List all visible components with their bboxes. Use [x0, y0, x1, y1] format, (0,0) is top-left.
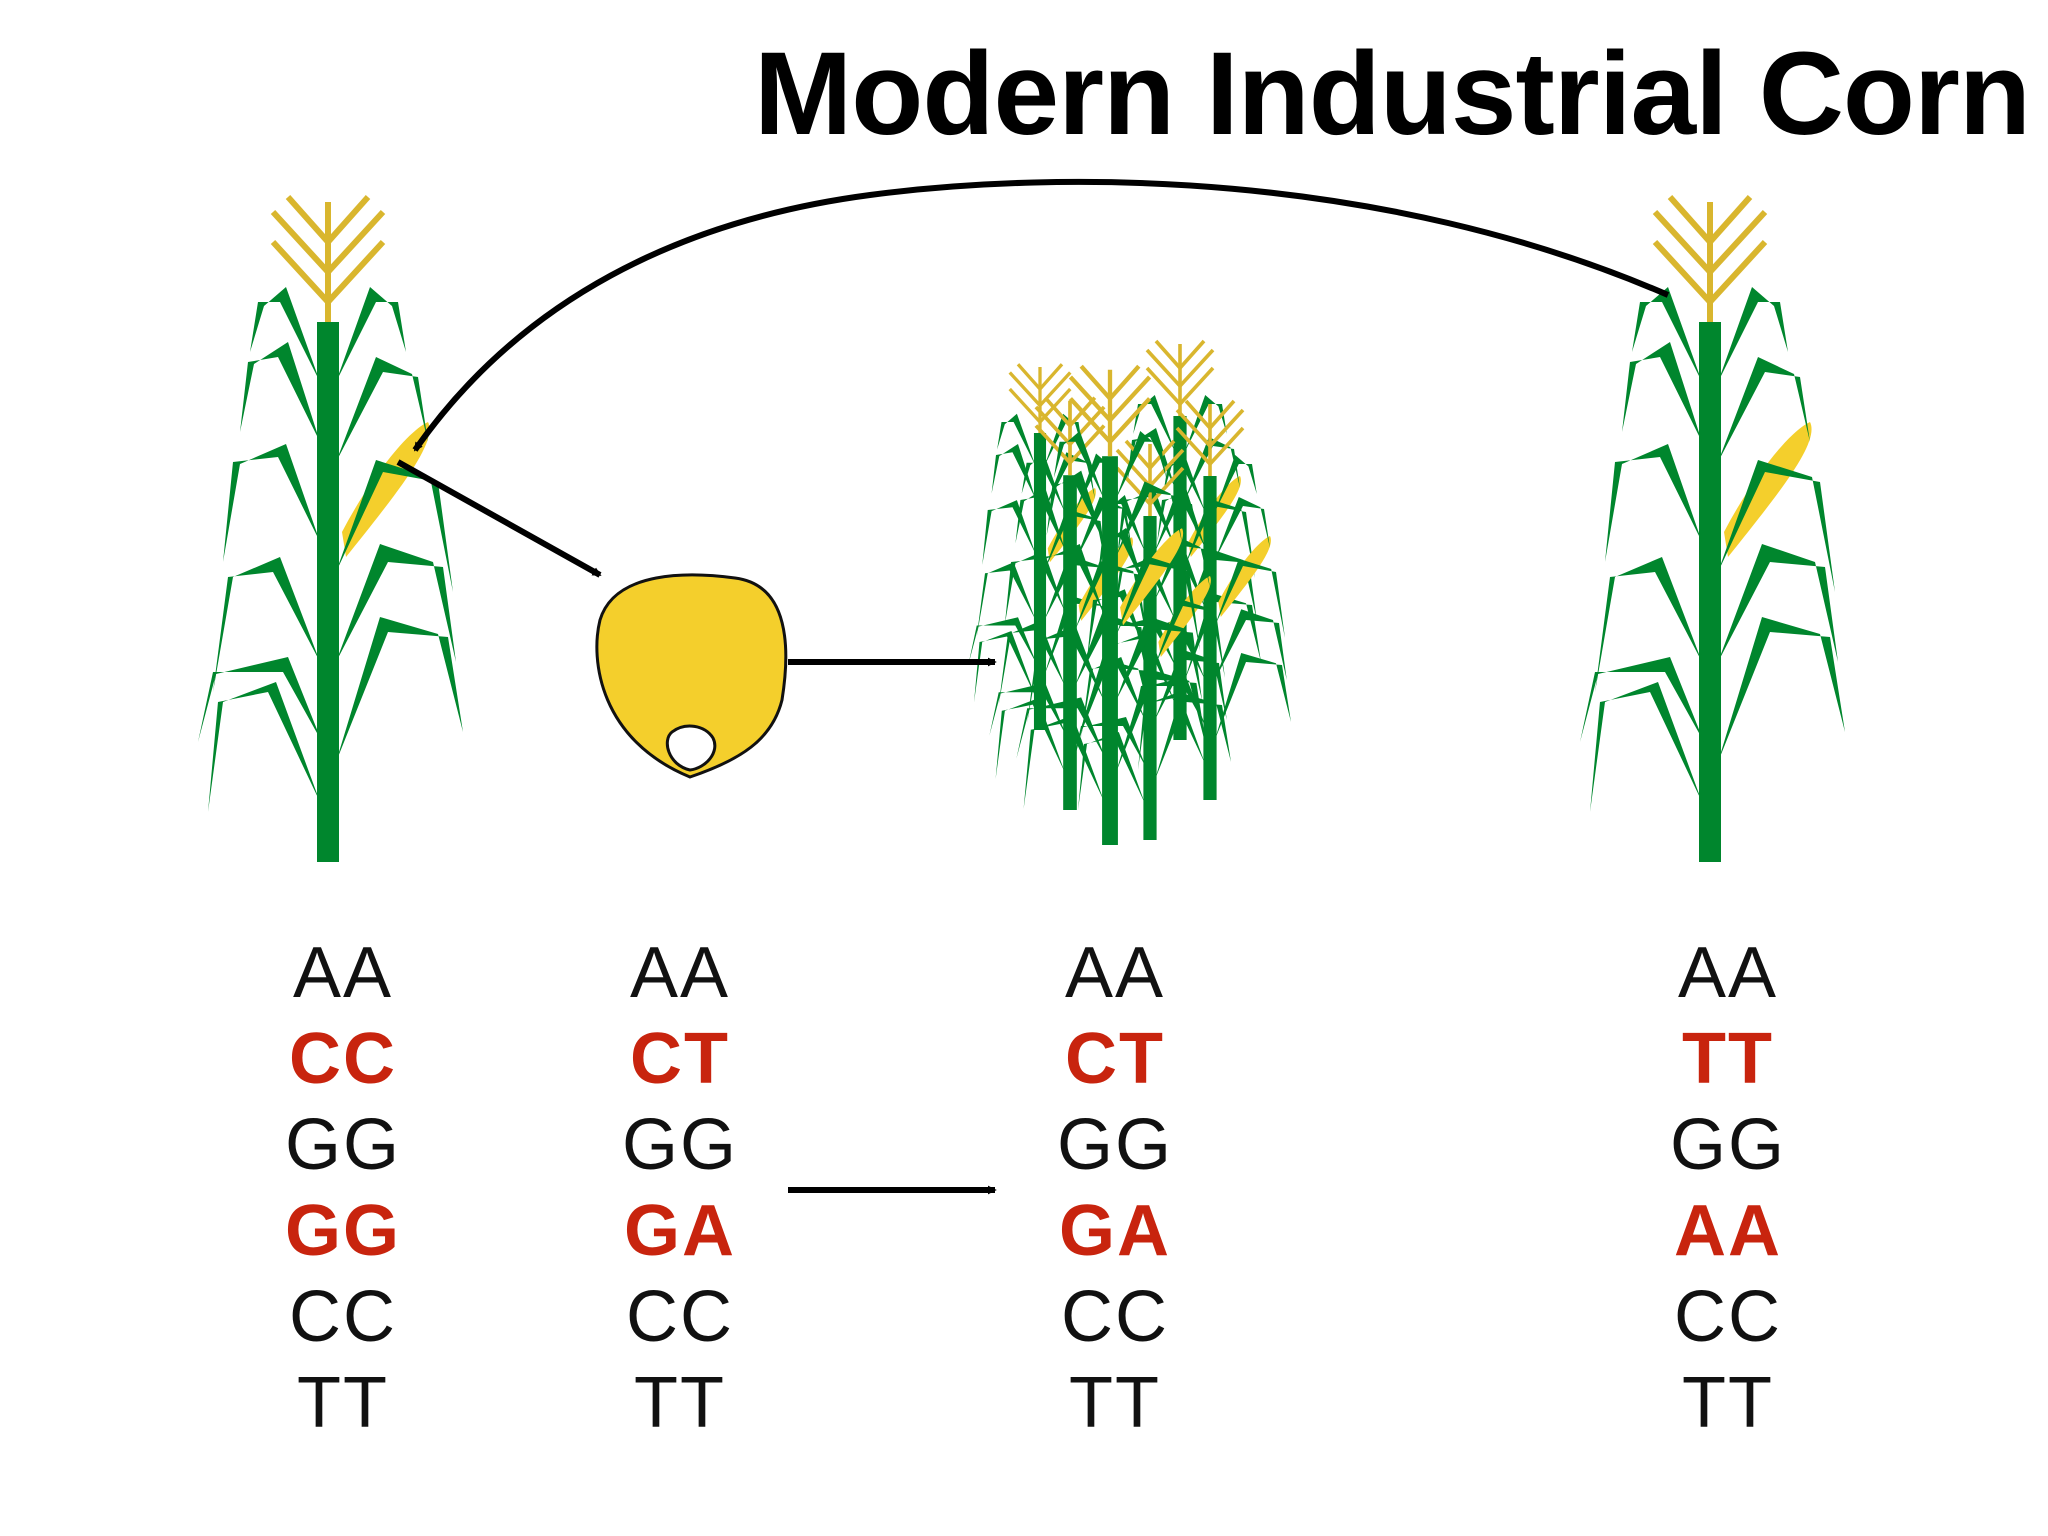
genotype-line: TT: [634, 1363, 726, 1443]
genotype-column-seed: AA CT GG GA CC TT: [570, 930, 790, 1446]
genotype-line: CT: [630, 1019, 730, 1099]
genotype-line: CT: [1065, 1019, 1165, 1099]
genotype-column-parent-right: AA TT GG AA CC TT: [1618, 930, 1838, 1446]
genotype-line: AA: [1064, 933, 1166, 1013]
corn-kernel-icon: [595, 573, 788, 779]
genotype-line: GG: [621, 1105, 738, 1185]
genotype-line: TT: [297, 1363, 389, 1443]
genotype-line: CC: [626, 1277, 734, 1357]
diagram-title: Modern Industrial Corn: [754, 28, 2031, 160]
genotype-line: TT: [1682, 1019, 1774, 1099]
genotype-line: CC: [289, 1277, 397, 1357]
genotype-line: GG: [1056, 1105, 1173, 1185]
genotype-line: AA: [1677, 933, 1779, 1013]
genotype-line: AA: [1674, 1191, 1782, 1271]
genotype-line: GG: [284, 1105, 401, 1185]
genotype-line: CC: [289, 1019, 397, 1099]
genotype-line: AA: [292, 933, 394, 1013]
genotype-line: TT: [1069, 1363, 1161, 1443]
genotype-line: GG: [284, 1191, 401, 1271]
corn-plant-icon: [1580, 197, 1845, 862]
genotype-line: GA: [1059, 1191, 1171, 1271]
genotype-column-field: AA CT GG GA CC TT: [1005, 930, 1225, 1446]
arrow-icon: [412, 178, 1670, 452]
genotype-line: GG: [1669, 1105, 1786, 1185]
corn-plant-icon: [198, 197, 463, 862]
genotype-line: GA: [624, 1191, 736, 1271]
corn-field-icon: [966, 339, 1293, 845]
arrow-icon: [396, 459, 602, 578]
genotype-line: TT: [1682, 1363, 1774, 1443]
genotype-column-parent-left: AA CC GG GG CC TT: [233, 930, 453, 1446]
genotype-line: CC: [1674, 1277, 1782, 1357]
genotype-line: AA: [629, 933, 731, 1013]
genotype-line: CC: [1061, 1277, 1169, 1357]
